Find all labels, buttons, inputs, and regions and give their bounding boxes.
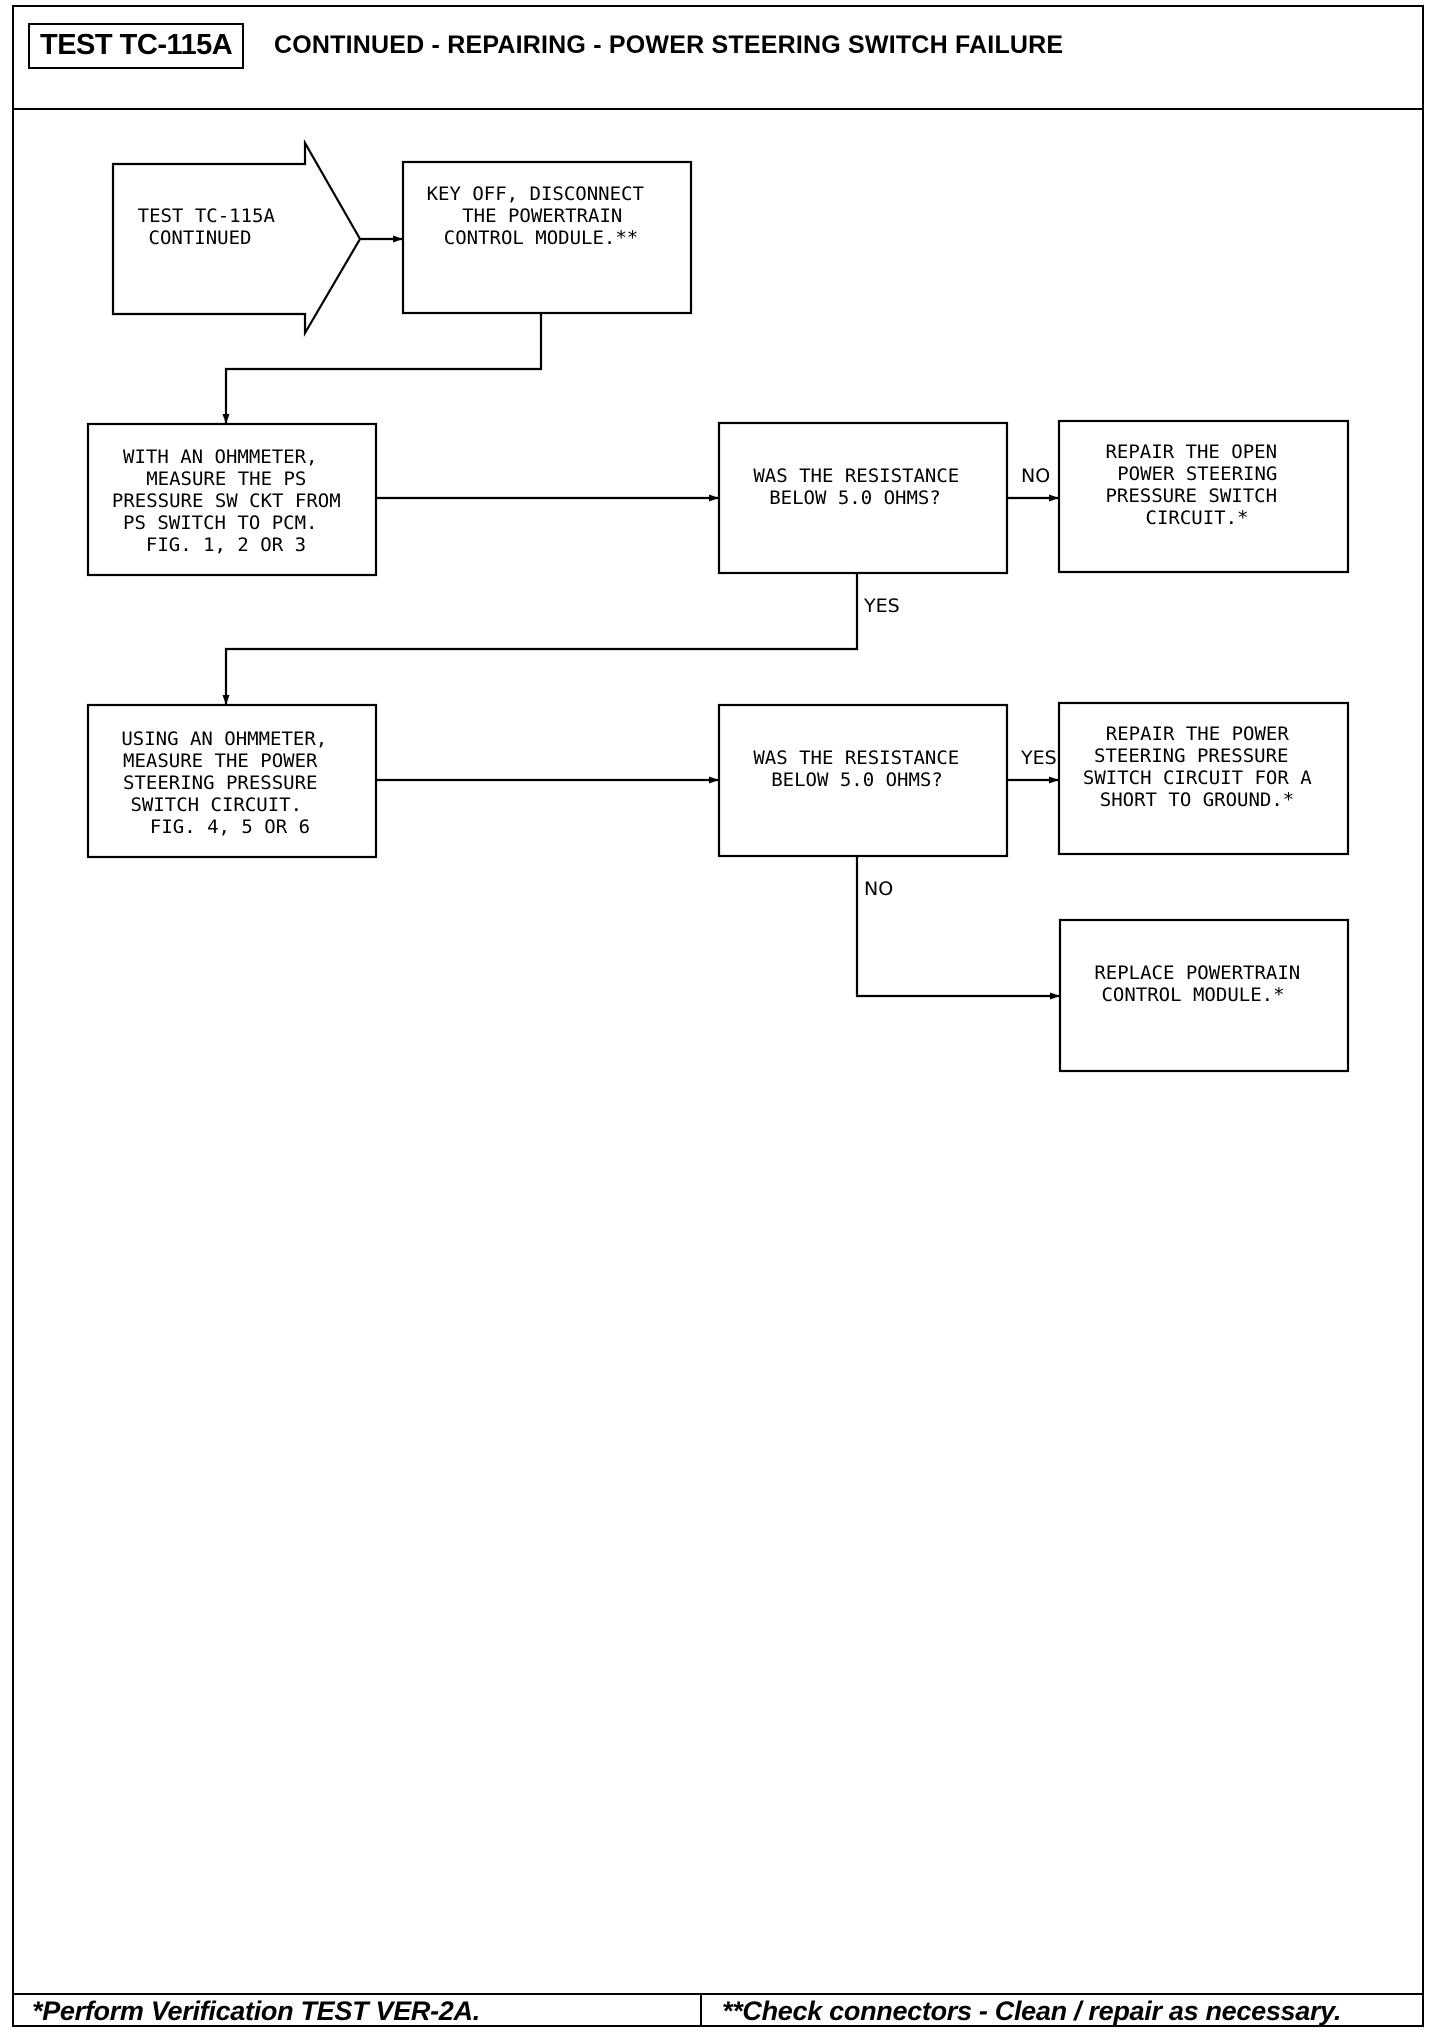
start-node: TEST TC-115A CONTINUED bbox=[111, 138, 362, 338]
page-title: CONTINUED - REPAIRING - POWER STEERING S… bbox=[274, 31, 1064, 59]
connectors bbox=[222, 235, 1060, 1000]
page-header: TEST TC-115A CONTINUED - REPAIRING - POW… bbox=[12, 5, 1424, 110]
step-measure-switch-circuit-text: USING AN OHMMETER, MEASURE THE POWER STE… bbox=[121, 728, 338, 838]
test-id-badge: TEST TC-115A bbox=[28, 23, 245, 69]
page-footer: *Perform Verification TEST VER-2A. **Che… bbox=[12, 1995, 1424, 2027]
repair-open-circuit-text: REPAIR THE OPEN POWER STEERING PRESSURE … bbox=[1105, 441, 1288, 529]
footer-divider-line bbox=[12, 1993, 1424, 1995]
footer-verification-note: *Perform Verification TEST VER-2A. bbox=[32, 1996, 480, 2026]
edge-decision2-no bbox=[855, 856, 1060, 1000]
footer-connector-note: **Check connectors - Clean / repair as n… bbox=[722, 1996, 1342, 2026]
replace-pcm-text: REPLACE POWERTRAIN CONTROL MODULE.* bbox=[1094, 962, 1311, 1006]
footer-column-divider bbox=[700, 1993, 702, 2027]
repair-short-to-ground: REPAIR THE POWER STEERING PRESSURE SWITC… bbox=[1057, 701, 1350, 856]
label-d1-yes: YES bbox=[863, 595, 900, 617]
edge-decision1-yes bbox=[222, 573, 859, 705]
repair-short-to-ground-text: REPAIR THE POWER STEERING PRESSURE SWITC… bbox=[1083, 723, 1323, 811]
start-node-text: TEST TC-115A CONTINUED bbox=[138, 205, 287, 249]
step-disconnect-pcm: KEY OFF, DISCONNECT THE POWERTRAIN CONTR… bbox=[401, 160, 693, 315]
replace-pcm: REPLACE POWERTRAIN CONTROL MODULE.* bbox=[1058, 918, 1350, 1073]
label-d2-yes: YES bbox=[1020, 747, 1057, 769]
label-d1-no: NO bbox=[1021, 465, 1050, 487]
step-measure-switch-circuit: USING AN OHMMETER, MEASURE THE POWER STE… bbox=[86, 703, 378, 859]
edge-step1-to-step2 bbox=[222, 313, 543, 424]
label-d2-no: NO bbox=[864, 878, 893, 900]
decision-resistance-2-text: WAS THE RESISTANCE BELOW 5.0 OHMS? bbox=[753, 747, 970, 791]
decision-resistance-1-text: WAS THE RESISTANCE BELOW 5.0 OHMS? bbox=[753, 465, 970, 509]
decision-resistance-1: WAS THE RESISTANCE BELOW 5.0 OHMS? bbox=[717, 421, 1009, 575]
step-disconnect-pcm-text: KEY OFF, DISCONNECT THE POWERTRAIN CONTR… bbox=[427, 183, 656, 249]
decision-resistance-2: WAS THE RESISTANCE BELOW 5.0 OHMS? bbox=[717, 703, 1009, 858]
step-measure-ps-circuit: WITH AN OHMMETER, MEASURE THE PS PRESSUR… bbox=[86, 422, 378, 577]
page-frame bbox=[12, 5, 1424, 2027]
step-measure-ps-circuit-text: WITH AN OHMMETER, MEASURE THE PS PRESSUR… bbox=[112, 446, 352, 556]
repair-open-circuit: REPAIR THE OPEN POWER STEERING PRESSURE … bbox=[1057, 419, 1350, 574]
